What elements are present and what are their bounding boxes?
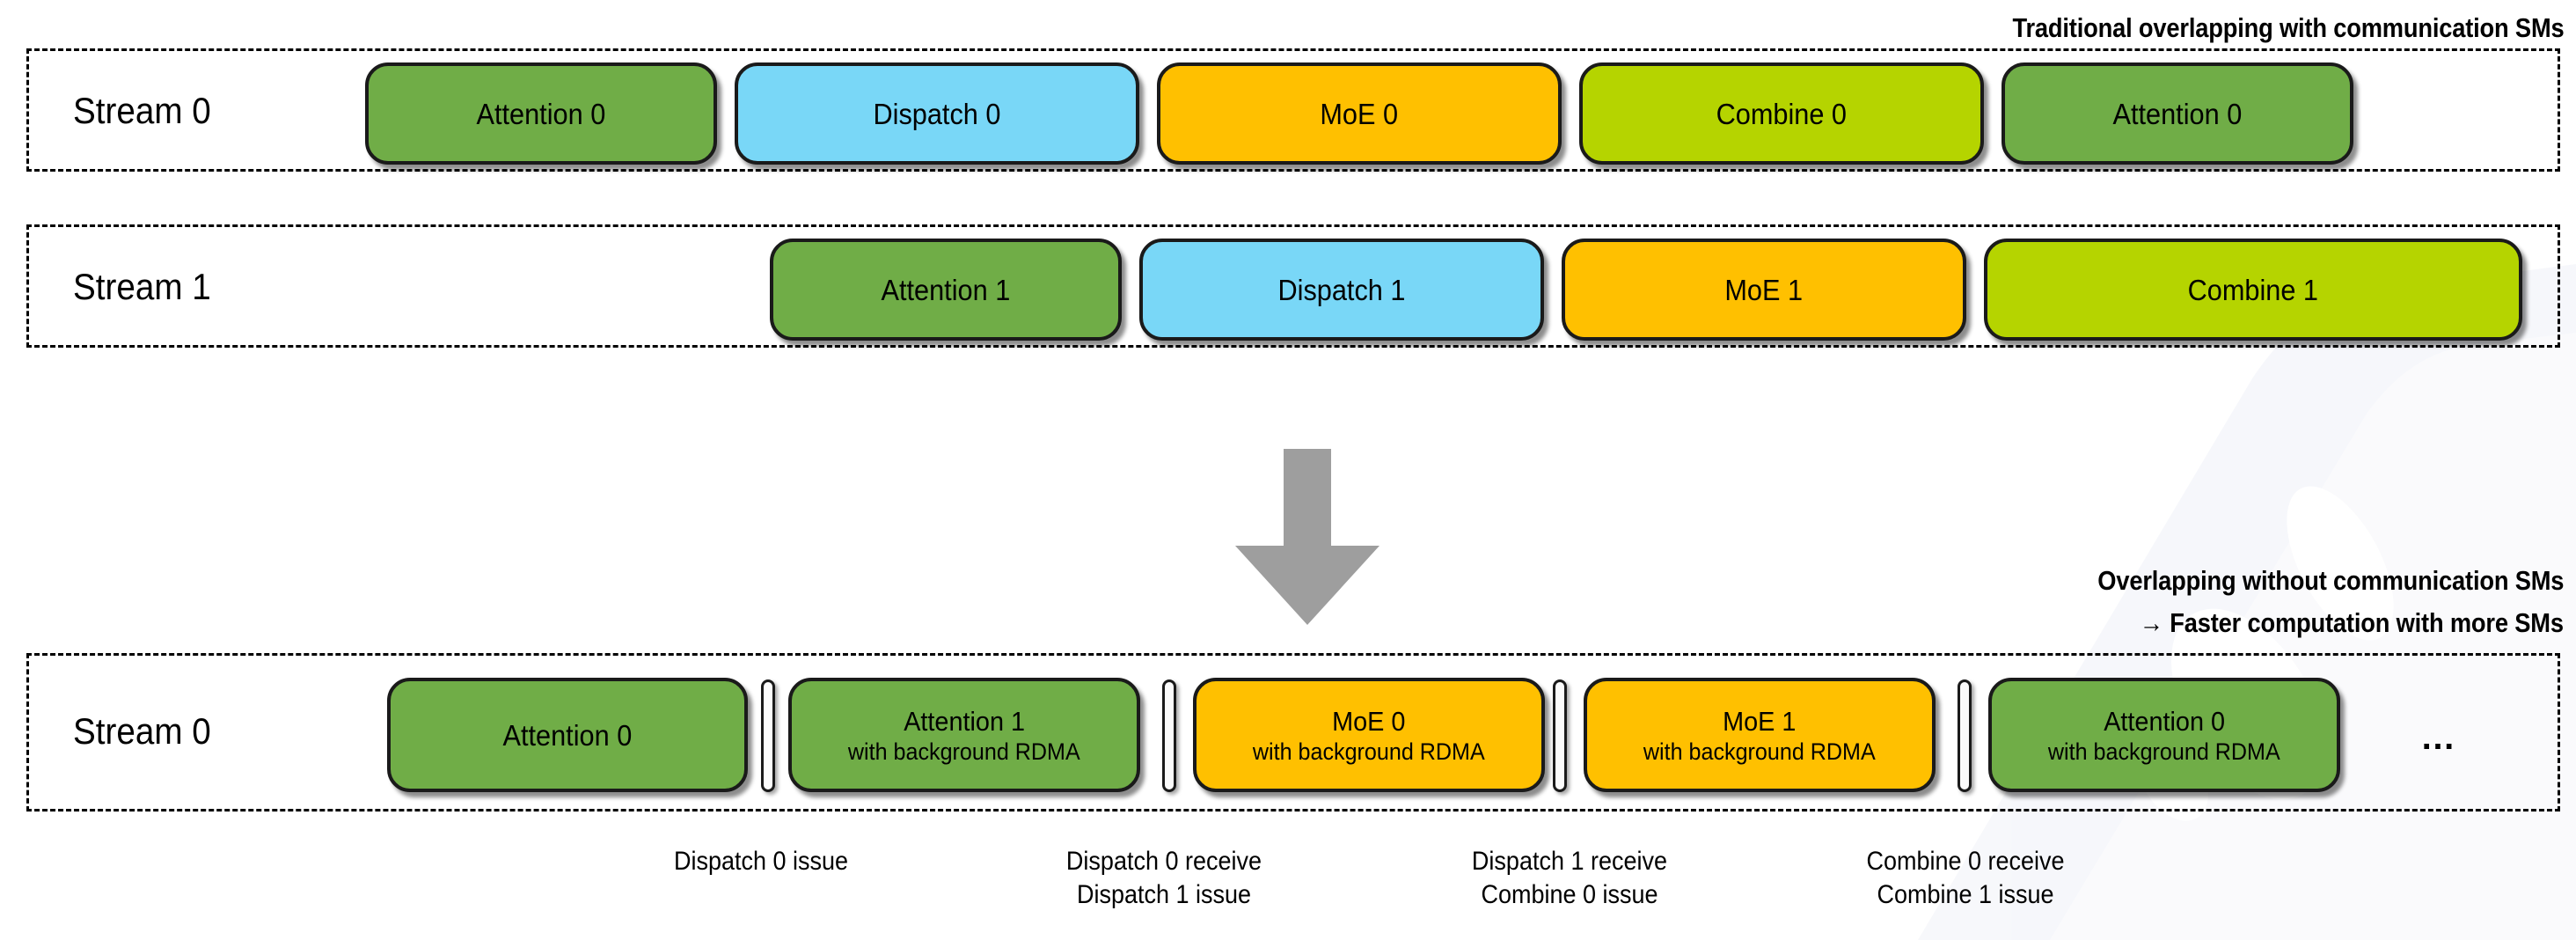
block-attention-0[interactable]: Attention 0 bbox=[365, 62, 717, 165]
caption-line-1: Dispatch 0 issue bbox=[673, 847, 849, 876]
block-moe-1[interactable]: MoE 1 bbox=[1562, 239, 1966, 341]
block-moe-1-rdma[interactable]: MoE 1 with background RDMA bbox=[1584, 678, 1936, 792]
block-label: MoE 1 bbox=[1723, 705, 1797, 737]
separator-bar-3 bbox=[1553, 679, 1567, 792]
block-sublabel: with background RDMA bbox=[2048, 738, 2280, 765]
block-label: Attention 0 bbox=[2104, 705, 2225, 737]
block-attention-1-rdma[interactable]: Attention 1 with background RDMA bbox=[788, 678, 1140, 792]
down-arrow-icon bbox=[1235, 449, 1379, 625]
separator-bar-4 bbox=[1958, 679, 1972, 792]
caption-line-2: Combine 1 issue bbox=[1877, 880, 2054, 909]
caption-dispatch-0-receive: Dispatch 0 receive Dispatch 1 issue bbox=[1006, 845, 1322, 912]
lane-label-stream-1-top: Stream 1 bbox=[73, 266, 211, 307]
block-label: Dispatch 0 bbox=[873, 97, 1001, 130]
block-label: Attention 0 bbox=[476, 97, 606, 130]
caption-line-2: Dispatch 1 issue bbox=[1076, 880, 1252, 909]
lane-stream-0-bottom: Stream 0 Attention 0 Attention 1 with ba… bbox=[26, 653, 2560, 811]
lane-stream-1-top: Stream 1 Attention 1 Dispatch 1 MoE 1 Co… bbox=[26, 224, 2560, 348]
ellipsis-more-indicator: … bbox=[2420, 718, 2458, 757]
separator-bar-1 bbox=[761, 679, 775, 792]
top-section-title: Traditional overlapping with communicati… bbox=[2012, 12, 2564, 43]
block-label: Dispatch 1 bbox=[1277, 273, 1406, 306]
block-label: Attention 0 bbox=[2112, 97, 2243, 130]
caption-dispatch-0-issue: Dispatch 0 issue bbox=[603, 845, 919, 878]
separator-bar-2 bbox=[1162, 679, 1176, 792]
block-moe-0[interactable]: MoE 0 bbox=[1157, 62, 1562, 165]
block-label: Attention 0 bbox=[502, 718, 633, 752]
block-label: Attention 1 bbox=[904, 705, 1025, 737]
block-dispatch-1[interactable]: Dispatch 1 bbox=[1139, 239, 1544, 341]
block-attention-1[interactable]: Attention 1 bbox=[770, 239, 1122, 341]
block-label: MoE 1 bbox=[1724, 273, 1804, 306]
caption-combine-0-receive: Combine 0 receive Combine 1 issue bbox=[1807, 845, 2124, 912]
block-label: Attention 1 bbox=[881, 273, 1011, 306]
block-sublabel: with background RDMA bbox=[848, 738, 1080, 765]
block-sublabel: with background RDMA bbox=[1643, 738, 1876, 765]
lane-label-stream-0-top: Stream 0 bbox=[73, 90, 211, 131]
block-attention-0-rdma[interactable]: Attention 0 with background RDMA bbox=[1988, 678, 2340, 792]
caption-line-1: Dispatch 0 receive bbox=[1065, 847, 1262, 876]
bottom-section-title-line1: Overlapping without communication SMs bbox=[2097, 565, 2564, 596]
block-combine-1[interactable]: Combine 1 bbox=[1984, 239, 2522, 341]
block-label: Combine 1 bbox=[2187, 273, 2319, 306]
block-label: MoE 0 bbox=[1332, 705, 1406, 737]
lane-stream-0-top: Stream 0 Attention 0 Dispatch 0 MoE 0 Co… bbox=[26, 48, 2560, 172]
block-attention-0-second[interactable]: Attention 0 bbox=[2002, 62, 2353, 165]
caption-line-1: Dispatch 1 receive bbox=[1471, 847, 1668, 876]
caption-line-1: Combine 0 receive bbox=[1866, 847, 2065, 876]
block-label: MoE 0 bbox=[1320, 97, 1399, 130]
block-sublabel: with background RDMA bbox=[1253, 738, 1485, 765]
block-combine-0[interactable]: Combine 0 bbox=[1579, 62, 1984, 165]
block-label: Combine 0 bbox=[1716, 97, 1848, 130]
block-dispatch-0[interactable]: Dispatch 0 bbox=[735, 62, 1139, 165]
lane-label-stream-0-bottom: Stream 0 bbox=[73, 710, 211, 752]
block-moe-0-rdma[interactable]: MoE 0 with background RDMA bbox=[1193, 678, 1545, 792]
caption-dispatch-1-receive: Dispatch 1 receive Combine 0 issue bbox=[1411, 845, 1728, 912]
bottom-section-title-line2: → Faster computation with more SMs bbox=[2139, 607, 2564, 638]
caption-line-2: Combine 0 issue bbox=[1481, 880, 1658, 909]
block-attention-0-opt[interactable]: Attention 0 bbox=[387, 678, 748, 792]
